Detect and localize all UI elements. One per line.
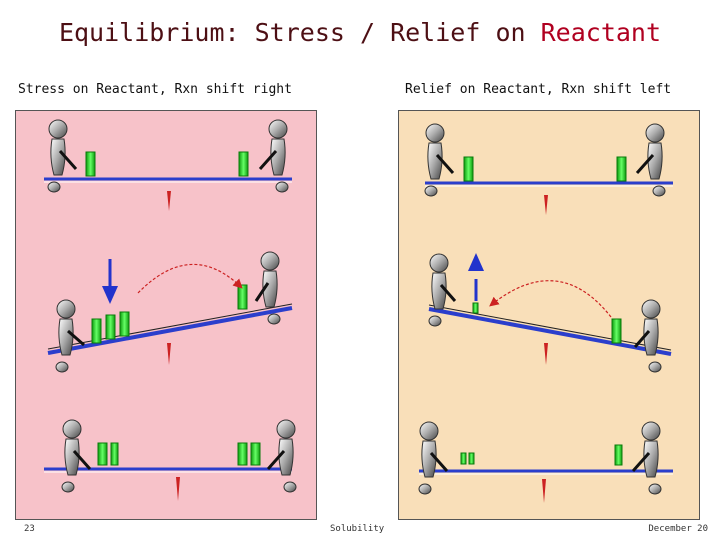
- title-highlight: Reactant: [540, 18, 662, 47]
- title-text: Equilibrium: Stress / Relief on: [58, 18, 526, 47]
- seesaw-balanced-top: [424, 123, 673, 215]
- figure-right: [631, 421, 662, 495]
- right-panel-caption: Relief on Reactant, Rxn shift left: [405, 82, 672, 97]
- figure-left: [55, 299, 85, 373]
- seesaw-balanced-bottom: [418, 421, 673, 503]
- reactant-block: [105, 314, 116, 340]
- reactant-block: [468, 452, 475, 465]
- fulcrum: [167, 191, 171, 211]
- product-block: [237, 442, 248, 466]
- shift-right-arrow: [137, 263, 243, 294]
- reactant-block: [110, 442, 119, 466]
- reactant-block: [460, 452, 467, 465]
- right-panel-diagram: [418, 123, 673, 503]
- figure-left: [418, 421, 449, 495]
- product-block: [614, 444, 623, 466]
- product-block: [250, 442, 261, 466]
- seesaw-stressed-middle: [47, 251, 293, 373]
- footer-center-text: Solubility: [330, 524, 385, 534]
- page-number: 23: [24, 524, 35, 534]
- seesaw-balanced-bottom: [44, 419, 297, 501]
- figure-left: [428, 253, 457, 327]
- reactant-block: [85, 151, 96, 177]
- shift-left-arrow: [489, 280, 612, 318]
- product-block: [611, 318, 622, 344]
- seesaw-relieved-middle: [428, 253, 672, 373]
- figure-left: [47, 119, 78, 193]
- figure-right: [254, 251, 281, 325]
- down-arrow: [102, 259, 118, 304]
- product-block: [616, 156, 627, 182]
- figure-right: [635, 123, 666, 197]
- fulcrum: [542, 479, 546, 503]
- figure-right: [633, 299, 662, 373]
- reactant-block: [463, 156, 474, 182]
- product-block: [238, 151, 249, 177]
- reactant-block: [91, 318, 102, 344]
- seesaw-balanced-top: [44, 119, 292, 211]
- left-panel-caption: Stress on Reactant, Rxn shift right: [18, 82, 292, 97]
- product-block: [237, 284, 248, 310]
- figure-left: [424, 123, 455, 197]
- fulcrum: [176, 477, 180, 501]
- fulcrum: [544, 195, 548, 215]
- fulcrum: [544, 343, 548, 365]
- left-panel: [15, 110, 317, 520]
- figure-left: [61, 419, 92, 493]
- figure-right: [266, 419, 297, 493]
- reactant-block: [97, 442, 108, 466]
- up-arrow: [468, 253, 484, 301]
- left-panel-diagram: [44, 119, 297, 501]
- footer-date: December 20: [648, 524, 708, 534]
- right-panel: [398, 110, 700, 520]
- fulcrum: [167, 343, 171, 365]
- reactant-block: [119, 311, 130, 337]
- figure-right: [258, 119, 289, 193]
- reactant-block: [472, 302, 479, 314]
- slide-title: Equilibrium: Stress / Relief on Reactant: [0, 18, 720, 47]
